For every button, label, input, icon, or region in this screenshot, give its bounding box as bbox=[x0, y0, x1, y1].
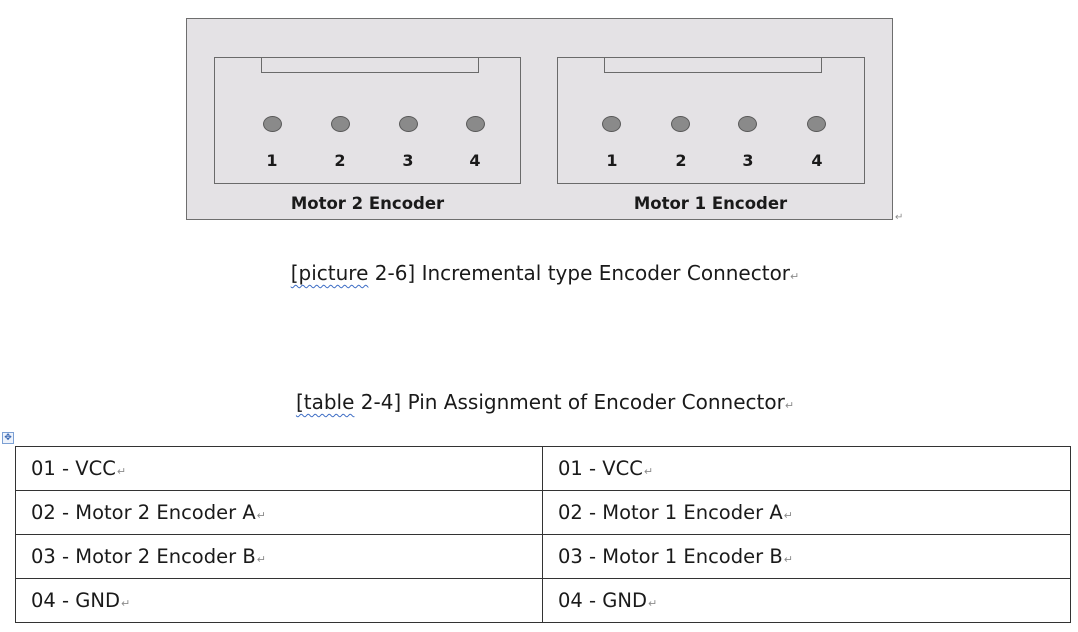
pin-number: 3 bbox=[402, 151, 414, 170]
connector-key-notch bbox=[261, 57, 479, 73]
picture-caption: [picture 2-6] Incremental type Encoder C… bbox=[0, 261, 1078, 285]
pin-assignment-table: 01 - VCC↵ 01 - VCC↵ 02 - Motor 2 Encoder… bbox=[15, 446, 1071, 623]
pin-dot bbox=[399, 116, 418, 132]
connector-label-motor-1: Motor 1 Encoder bbox=[633, 194, 788, 213]
pin-number: 4 bbox=[469, 151, 481, 170]
table-cell[interactable]: 03 - Motor 2 Encoder B↵ bbox=[15, 534, 543, 579]
table-cell[interactable]: 04 - GND↵ bbox=[15, 578, 543, 623]
table-row: 01 - VCC↵ 01 - VCC↵ bbox=[15, 446, 1071, 491]
table-cell[interactable]: 01 - VCC↵ bbox=[15, 446, 543, 491]
pin-number: 1 bbox=[606, 151, 618, 170]
table-cell[interactable]: 04 - GND↵ bbox=[542, 578, 1071, 623]
table-cell[interactable]: 02 - Motor 1 Encoder A↵ bbox=[542, 490, 1071, 535]
pin-number: 2 bbox=[334, 151, 346, 170]
encoder-connector-figure: 1 2 3 4 Motor 2 Encoder 1 2 3 4 Motor 1 … bbox=[186, 18, 893, 220]
connector-label-motor-2: Motor 2 Encoder bbox=[290, 194, 445, 213]
connector-motor-2: 1 2 3 4 bbox=[214, 57, 521, 184]
paragraph-mark: ↵ bbox=[895, 212, 904, 223]
table-row: 04 - GND↵ 04 - GND↵ bbox=[15, 578, 1071, 623]
pin-dot bbox=[331, 116, 350, 132]
pin-dot bbox=[602, 116, 621, 132]
caption-text: 2-6] Incremental type Encoder Connector bbox=[368, 261, 791, 285]
pin-number: 1 bbox=[266, 151, 278, 170]
pin-number: 4 bbox=[811, 151, 823, 170]
caption-prefix: [table bbox=[295, 390, 355, 414]
paragraph-mark: ↵ bbox=[784, 399, 795, 412]
pin-dot bbox=[263, 116, 282, 132]
pin-number: 2 bbox=[675, 151, 687, 170]
table-row: 03 - Motor 2 Encoder B↵ 03 - Motor 1 Enc… bbox=[15, 534, 1071, 579]
table-cell[interactable]: 03 - Motor 1 Encoder B↵ bbox=[542, 534, 1071, 579]
pin-dot bbox=[807, 116, 826, 132]
connector-key-notch bbox=[604, 57, 822, 73]
pin-dot bbox=[738, 116, 757, 132]
pin-dot bbox=[466, 116, 485, 132]
table-cell[interactable]: 01 - VCC↵ bbox=[542, 446, 1071, 491]
connector-motor-1: 1 2 3 4 bbox=[557, 57, 865, 184]
table-row: 02 - Motor 2 Encoder A↵ 02 - Motor 1 Enc… bbox=[15, 490, 1071, 535]
paragraph-mark: ↵ bbox=[790, 270, 800, 283]
caption-text: 2-4] Pin Assignment of Encoder Connector bbox=[354, 390, 785, 414]
table-cell[interactable]: 02 - Motor 2 Encoder A↵ bbox=[15, 490, 543, 535]
pin-number: 3 bbox=[742, 151, 754, 170]
table-move-handle-icon[interactable]: ✥ bbox=[2, 432, 14, 444]
pin-dot bbox=[671, 116, 690, 132]
caption-prefix: [picture bbox=[290, 261, 369, 285]
table-caption: [table 2-4] Pin Assignment of Encoder Co… bbox=[0, 390, 1078, 414]
